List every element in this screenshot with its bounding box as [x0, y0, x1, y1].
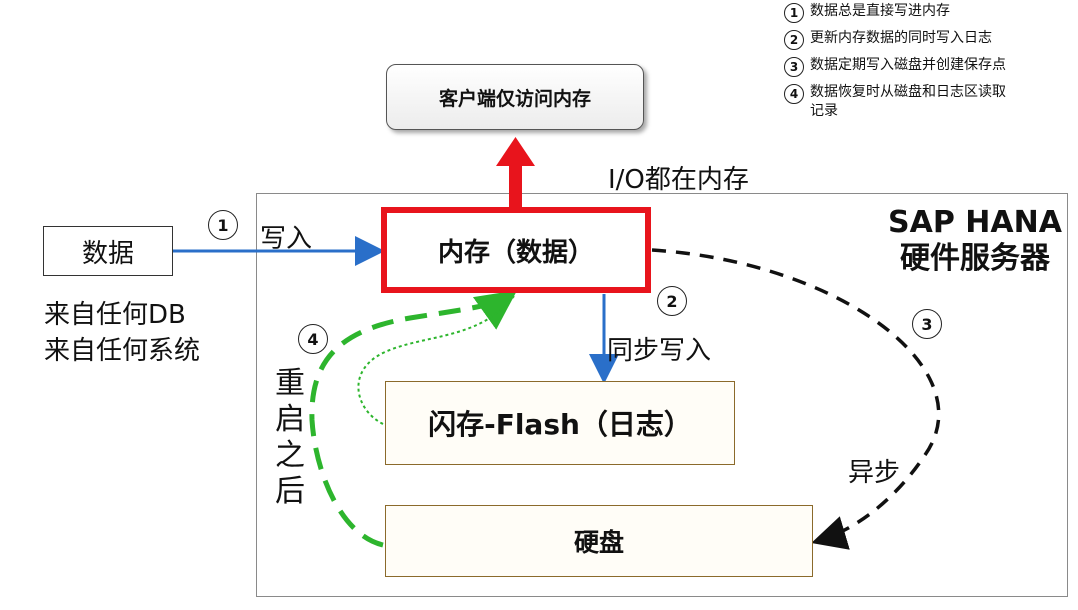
memory-node-label: 内存（数据）	[437, 237, 594, 268]
source-system-label: 来自任何系统	[44, 336, 201, 366]
step-2-marker: 2	[657, 286, 687, 316]
restart-after-label: 重启之后	[275, 366, 305, 509]
async-arrow	[651, 248, 941, 550]
io-up-arrow	[496, 137, 535, 208]
legend-text: 数据定期写入磁盘并创建保存点	[810, 57, 1006, 73]
write-in-label: 写入	[260, 224, 313, 254]
legend-text: 数据恢复时从磁盘和日志区读取记录	[810, 84, 1006, 119]
legend-text: 数据总是直接写进内存	[810, 3, 950, 19]
data-node: 数据	[43, 226, 173, 276]
step-1-number: 1	[217, 215, 229, 235]
disk-node: 硬盘	[385, 505, 813, 577]
legend-item: 3 数据定期写入磁盘并创建保存点	[784, 56, 1074, 77]
memory-node: 内存（数据）	[381, 207, 651, 293]
flash-node-label: 闪存-Flash（日志）	[428, 408, 692, 441]
legend: 1 数据总是直接写进内存 2 更新内存数据的同时写入日志 3 数据定期写入磁盘并…	[784, 2, 1074, 127]
step-3-marker: 3	[912, 309, 942, 339]
step-4-number: 4	[307, 329, 319, 349]
legend-item: 1 数据总是直接写进内存	[784, 2, 1074, 23]
server-frame	[256, 193, 1068, 597]
io-in-memory-label: I/O都在内存	[608, 165, 749, 195]
data-node-label: 数据	[81, 238, 134, 269]
legend-number: 1	[784, 3, 804, 23]
disk-node-label: 硬盘	[573, 528, 624, 557]
client-node: 客户端仅访问内存	[386, 64, 644, 130]
async-label: 异步	[848, 458, 901, 488]
sync-write-label: 同步写入	[607, 336, 712, 366]
legend-text: 更新内存数据的同时写入日志	[810, 30, 992, 46]
step-3-number: 3	[921, 314, 933, 334]
step-1-marker: 1	[208, 210, 238, 240]
client-node-label: 客户端仅访问内存	[438, 87, 591, 110]
step-2-number: 2	[666, 291, 678, 311]
step-4-marker: 4	[298, 324, 328, 354]
source-db-label: 来自任何DB	[44, 300, 186, 330]
restart-arrow	[309, 290, 518, 548]
flash-node: 闪存-Flash（日志）	[385, 381, 735, 465]
legend-number: 4	[784, 84, 804, 104]
legend-item: 4 数据恢复时从磁盘和日志区读取记录	[784, 83, 1074, 121]
legend-number: 2	[784, 30, 804, 50]
log-recovery-path	[357, 295, 515, 425]
server-label: SAP HANA硬件服务器	[888, 205, 1062, 276]
legend-item: 2 更新内存数据的同时写入日志	[784, 29, 1074, 50]
legend-number: 3	[784, 57, 804, 77]
